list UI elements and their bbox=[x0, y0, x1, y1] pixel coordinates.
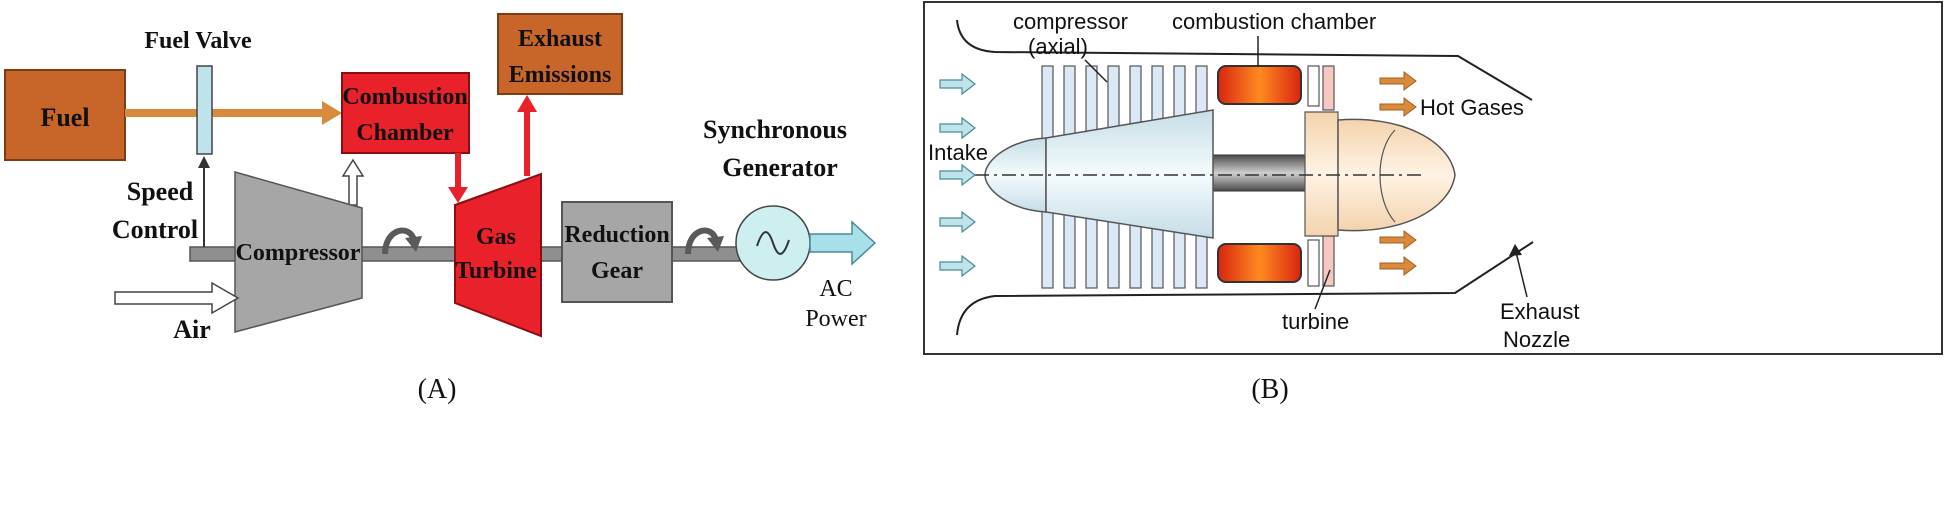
chamber-to-turbine-line bbox=[455, 153, 461, 189]
casing-top bbox=[956, 19, 1533, 101]
speed-control-label-2: Control bbox=[112, 215, 198, 244]
burner-bottom bbox=[1217, 243, 1302, 283]
rotation-arrow-1-head bbox=[405, 236, 422, 252]
speed-control-label-1: Speed bbox=[127, 177, 194, 206]
compressor-cone bbox=[1045, 109, 1214, 239]
combustion-chamber-label-1: Combustion bbox=[342, 84, 467, 110]
rotation-arrow-2 bbox=[685, 227, 719, 255]
hot-gas-arrows bbox=[1379, 71, 1417, 276]
gas-turbine-label-2: Turbine bbox=[455, 258, 537, 284]
panel-a: Fuel Fuel Valve Speed Control Combustion… bbox=[4, 13, 877, 405]
fuel-line bbox=[125, 109, 325, 117]
compressor-leader-line bbox=[1084, 59, 1108, 83]
rotation-arrow-1 bbox=[382, 227, 417, 255]
panel-b-caption: (B) bbox=[1251, 374, 1288, 405]
combustion-chamber-box bbox=[341, 72, 470, 154]
combustion-chamber-label: combustion chamber bbox=[1172, 9, 1376, 34]
exhaust-leader-arrowhead bbox=[1509, 244, 1522, 256]
speed-control-arrowhead bbox=[198, 156, 210, 168]
fuel-label: Fuel bbox=[40, 103, 89, 132]
reduction-gear-box bbox=[561, 201, 673, 303]
air-label: Air bbox=[173, 315, 211, 344]
engine-shaft bbox=[1211, 154, 1311, 192]
chamber-to-turbine-arrowhead bbox=[448, 187, 468, 203]
intake-arrows bbox=[939, 72, 976, 278]
reduction-gear-label-2: Gear bbox=[591, 258, 643, 284]
fuel-valve bbox=[196, 65, 213, 155]
turbine-blades bbox=[1307, 65, 1335, 287]
turbine-to-exhaust-arrowhead bbox=[517, 95, 537, 112]
panel-a-caption: (A) bbox=[418, 374, 457, 405]
compressor-label: Compressor bbox=[236, 240, 361, 266]
burner-top bbox=[1217, 65, 1302, 105]
synchronous-generator-label-2: Generator bbox=[722, 153, 838, 182]
fuel-box bbox=[4, 69, 126, 161]
exhaust-emissions-box bbox=[497, 13, 623, 95]
hot-gases-label: Hot Gases bbox=[1420, 95, 1524, 120]
sine-wave-icon bbox=[756, 231, 790, 255]
exhaust-nozzle-label-2: Nozzle bbox=[1503, 327, 1570, 352]
casing-bottom bbox=[956, 241, 1534, 336]
ac-power-arrow bbox=[809, 220, 877, 266]
compressor-axial-label-1: compressor bbox=[1013, 9, 1128, 34]
exhaust-emissions-label-2: Emissions bbox=[509, 62, 612, 88]
exhaust-nozzle-label-1: Exhaust bbox=[1500, 299, 1580, 324]
fuel-valve-label: Fuel Valve bbox=[144, 28, 252, 54]
exhaust-leader-line bbox=[1515, 251, 1528, 298]
compressor-body bbox=[234, 171, 363, 333]
turbine-label: turbine bbox=[1282, 309, 1349, 334]
air-arrow bbox=[114, 281, 240, 315]
panel-b: compressor (axial) combustion chamber Ho… bbox=[923, 1, 1943, 405]
combustion-chamber-label-2: Chamber bbox=[356, 120, 454, 146]
compressed-air-arrow bbox=[341, 158, 365, 206]
ac-power-label-2: Power bbox=[805, 306, 866, 332]
fuel-line-arrowhead bbox=[322, 101, 342, 125]
rotation-arrow-2-head bbox=[707, 236, 724, 252]
reduction-gear-label-1: Reduction bbox=[564, 222, 669, 248]
turbine-leader-line bbox=[1314, 269, 1331, 310]
tail-cone bbox=[1337, 118, 1456, 232]
compressor-axial-label-2: (axial) bbox=[1028, 34, 1088, 59]
turbine-hub bbox=[1304, 111, 1339, 237]
intake-label: Intake bbox=[928, 140, 988, 165]
exhaust-emissions-label-1: Exhaust bbox=[518, 26, 602, 52]
turbine-to-exhaust-line bbox=[524, 110, 530, 176]
gas-turbine-label-1: Gas bbox=[476, 224, 516, 250]
ac-power-label-1: AC bbox=[819, 276, 852, 302]
compressor-blades bbox=[1041, 65, 1208, 289]
gas-turbine-body bbox=[454, 172, 542, 338]
synchronous-generator-label-1: Synchronous bbox=[703, 115, 847, 144]
